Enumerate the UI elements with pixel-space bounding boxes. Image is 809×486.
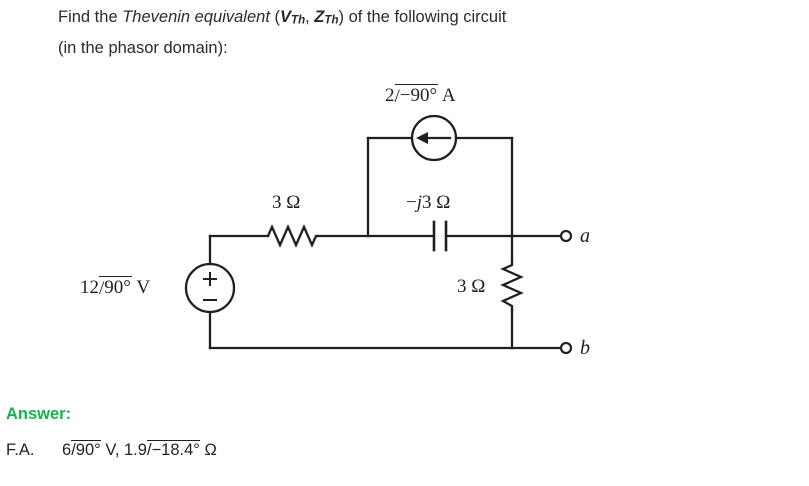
prompt-text-part2: ) of the following circuit xyxy=(338,8,507,26)
prompt-italic-thevenin-equivalent: Thevenin equivalent xyxy=(122,8,270,26)
answer-heading: Answer: xyxy=(6,405,72,423)
voltage-source-unit: V xyxy=(136,277,151,298)
voltage-source-magnitude: 12 xyxy=(80,277,99,298)
terminal-b-label: b xyxy=(580,337,590,359)
zth-subscript: Th xyxy=(324,14,339,27)
current-source-angle: −90° xyxy=(399,85,438,106)
prompt-text-part1: Find the xyxy=(58,8,123,26)
answer-comma: , xyxy=(114,441,124,459)
angle-slash-icon: / xyxy=(146,441,152,459)
question-prompt: Find the Thevenin equivalent (VTh, ZTh) … xyxy=(58,3,678,62)
prompt-separator: , xyxy=(305,8,315,26)
answer-vth-magnitude: 6 xyxy=(62,441,72,459)
answer-vth-angle-group: /90° xyxy=(71,440,101,459)
angle-slash-icon: / xyxy=(71,441,76,459)
current-source-unit: A xyxy=(441,85,456,106)
terminal-b-node xyxy=(559,341,573,355)
current-source-angle-group: /−90° xyxy=(394,84,439,107)
answer-zth-unit: Ω xyxy=(204,441,217,459)
answer-row: F.A.6/90° V, 1.9/−18.4° Ω xyxy=(6,440,217,460)
capacitor-unit: Ω xyxy=(436,192,451,213)
answer-zth-magnitude: 1.9 xyxy=(124,441,147,459)
angle-slash-icon: / xyxy=(99,278,105,299)
schematic-wires xyxy=(184,114,573,355)
circuit-diagram: 2/−90° A 3 Ω −j3 Ω 12/90° V 3 Ω a b xyxy=(80,84,590,359)
voltage-source-angle-group: /90° xyxy=(99,276,132,299)
prompt-symbol-vth: VTh xyxy=(280,8,305,26)
current-source-arrow-head xyxy=(416,132,428,144)
voltage-source-label: 12/90° V xyxy=(80,276,150,299)
series-resistor-zigzag xyxy=(266,224,320,248)
prompt-text-line2: (in the phasor domain): xyxy=(58,39,228,58)
answer-vth-angle: 90° xyxy=(75,441,101,459)
answer-zth-angle: −18.4° xyxy=(151,441,200,459)
shunt-resistor-label: 3 Ω xyxy=(457,276,486,297)
capacitor-magnitude: 3 xyxy=(422,192,432,213)
vth-subscript: Th xyxy=(291,14,306,27)
voltage-source-angle: 90° xyxy=(104,277,131,298)
terminal-a-label: a xyxy=(580,225,590,247)
shunt-resistor-zigzag xyxy=(500,260,524,312)
capacitor-sign: − xyxy=(406,192,417,213)
capacitor-label: −j3 Ω xyxy=(406,192,450,214)
answer-choice-label: F.A. xyxy=(6,441,35,459)
angle-slash-icon: / xyxy=(394,86,400,107)
voltage-source-circle xyxy=(184,262,236,314)
current-source-circle xyxy=(410,114,458,162)
vth-main: V xyxy=(280,8,292,26)
series-resistor-label: 3 Ω xyxy=(272,192,301,213)
answer-vth-unit: V xyxy=(105,441,115,459)
voltage-source-plus-sign xyxy=(203,272,217,286)
prompt-symbol-zth: ZTh xyxy=(314,8,338,26)
current-source-magnitude: 2 xyxy=(385,85,395,106)
terminal-a-node xyxy=(559,229,573,243)
answer-zth-angle-group: /−18.4° xyxy=(146,440,200,459)
circuit-schematic-svg xyxy=(184,114,573,355)
zth-main: Z xyxy=(314,8,325,26)
capacitor-j: j xyxy=(416,192,422,213)
prompt-paren-open: ( xyxy=(269,8,280,26)
current-source-label: 2/−90° A xyxy=(385,84,456,107)
